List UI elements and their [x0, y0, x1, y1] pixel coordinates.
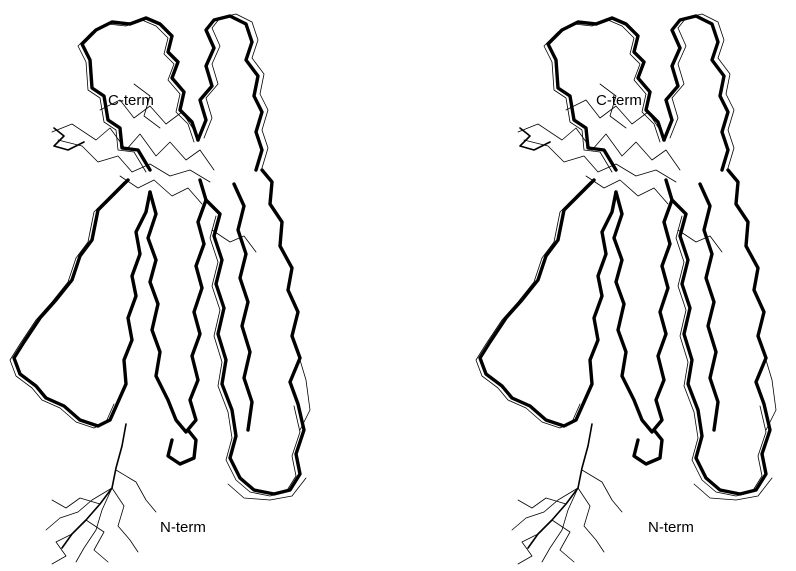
left-panel: C-term N-term	[10, 14, 310, 564]
left-backbone-ensemble	[10, 14, 310, 564]
left-c-term-label: C-term	[108, 92, 154, 109]
left-n-term-label: N-term	[160, 519, 206, 536]
right-c-term-label: C-term	[596, 92, 642, 109]
right-n-term-label: N-term	[648, 519, 694, 536]
right-panel: C-term N-term	[476, 14, 776, 564]
